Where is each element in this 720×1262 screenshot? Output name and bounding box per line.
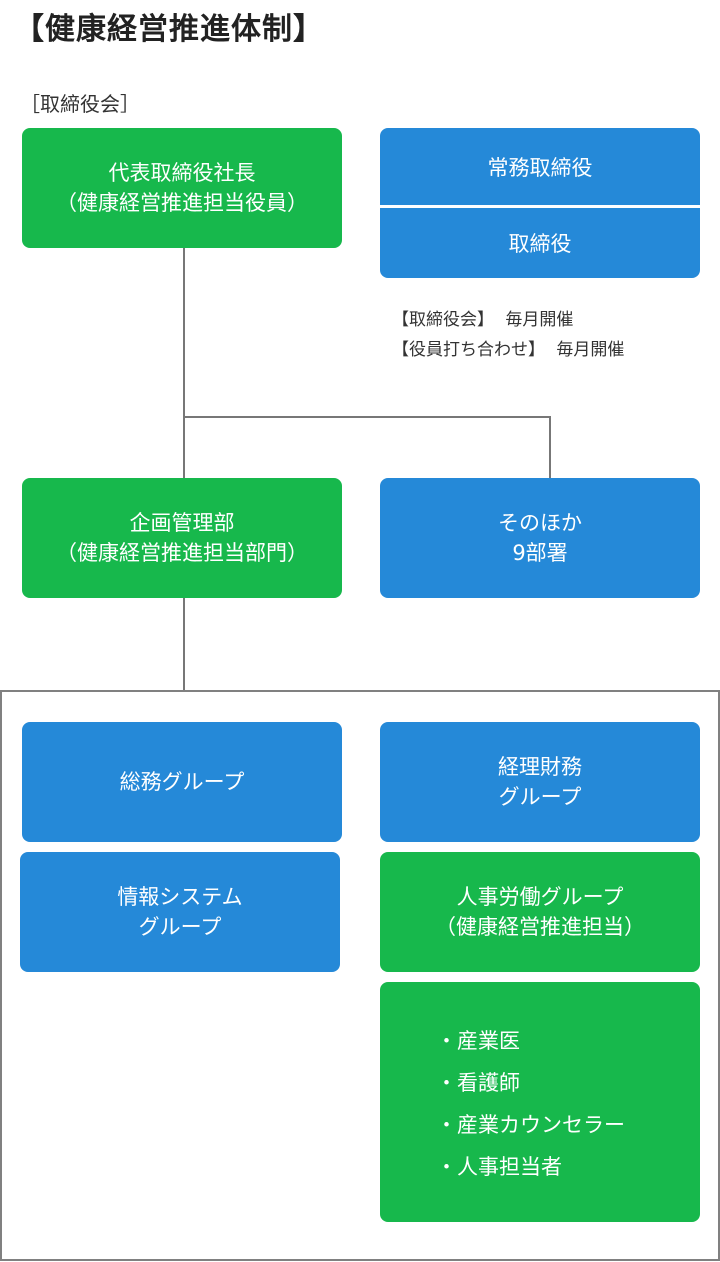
staff-item-occupational-physician: ・産業医 <box>436 1029 520 1053</box>
other-departments-count: 9部署 <box>512 541 568 565</box>
board-divider <box>380 205 700 208</box>
page-title: 【健康経営推進体制】 <box>14 12 324 47</box>
meeting-board: 【取締役会】 毎月開催 <box>392 305 573 330</box>
president-title: 代表取締役社長 <box>108 161 256 185</box>
it-group-label-line2: グループ <box>138 915 222 939</box>
other-departments-box: そのほか 9部署 <box>380 478 700 598</box>
meeting-executive: 【役員打ち合わせ】 毎月開催 <box>392 335 624 360</box>
managing-director-label: 常務取締役 <box>487 155 593 180</box>
hr-group-label: 人事労働グループ <box>456 885 624 909</box>
health-staff-box: ・産業医 ・看護師 ・産業カウンセラー ・人事担当者 <box>380 982 700 1222</box>
groups-frame <box>0 690 720 1261</box>
connector-president-to-planning <box>183 247 185 479</box>
general-affairs-group-box: 総務グループ <box>22 722 342 842</box>
planning-department-role: （健康経営推進担当部門） <box>56 541 308 565</box>
president-box: 代表取締役社長 （健康経営推進担当役員） <box>22 128 342 248</box>
general-affairs-group-label: 総務グループ <box>119 770 245 794</box>
meeting-board-freq: 毎月開催 <box>505 310 574 330</box>
connector-horizontal-branch <box>183 416 551 418</box>
board-members-box: 常務取締役 取締役 <box>380 128 700 278</box>
it-group-label-line1: 情報システム <box>117 885 243 909</box>
connector-planning-to-groups <box>183 597 185 691</box>
hr-group-role: （健康経営推進担当） <box>435 915 645 939</box>
hr-group-box: 人事労働グループ （健康経営推進担当） <box>380 852 700 972</box>
planning-department-box: 企画管理部 （健康経営推進担当部門） <box>22 478 342 598</box>
connector-branch-to-others <box>549 416 551 479</box>
staff-item-counselor: ・産業カウンセラー <box>436 1113 625 1137</box>
it-group-box: 情報システム グループ <box>20 852 340 972</box>
meeting-board-name: 【取締役会】 <box>392 310 494 330</box>
accounting-group-label-line1: 経理財務 <box>498 755 582 779</box>
board-section-label: ［取締役会］ <box>20 92 140 116</box>
staff-item-nurse: ・看護師 <box>436 1071 520 1095</box>
accounting-group-box: 経理財務 グループ <box>380 722 700 842</box>
director-label: 取締役 <box>508 232 572 256</box>
planning-department-name: 企画管理部 <box>129 511 235 535</box>
staff-item-hr-staff: ・人事担当者 <box>436 1155 562 1179</box>
president-role: （健康経営推進担当役員） <box>56 191 308 215</box>
meeting-executive-freq: 毎月開催 <box>556 340 625 360</box>
meeting-executive-name: 【役員打ち合わせ】 <box>392 340 545 360</box>
accounting-group-label-line2: グループ <box>498 785 582 809</box>
other-departments-label: そのほか <box>498 511 582 535</box>
